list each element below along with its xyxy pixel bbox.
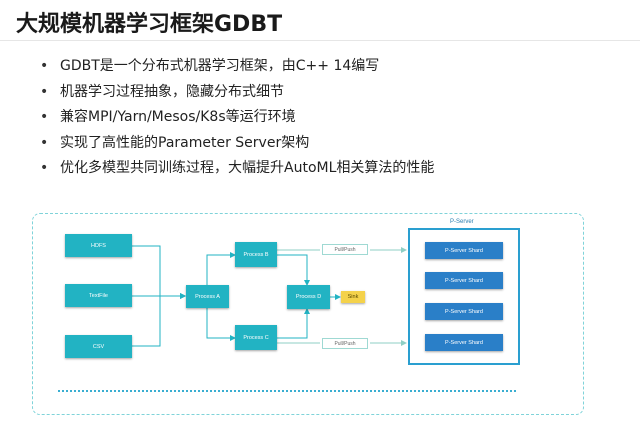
- bullet-item: GDBT是一个分布式机器学习框架，由C++ 14编写: [40, 56, 434, 82]
- bullet-item: 优化多模型共同训练过程，大幅提升AutoML相关算法的性能: [40, 158, 434, 184]
- dotted-divider: [58, 390, 516, 392]
- process-d-node: Process D: [287, 285, 330, 309]
- source-textfile-node: TextFile: [65, 284, 132, 307]
- bullet-item: 实现了高性能的Parameter Server架构: [40, 133, 434, 159]
- slide-title: 大规模机器学习框架GDBT: [16, 12, 283, 37]
- process-b-node: Process B: [235, 242, 277, 267]
- sink-node: Sink: [341, 291, 365, 303]
- process-c-node: Process C: [235, 325, 277, 350]
- p-server-shard: P-Server Shard: [425, 334, 503, 351]
- p-server-shard: P-Server Shard: [425, 303, 503, 320]
- source-hdfs-node: HDFS: [65, 234, 132, 257]
- p-server-shard: P-Server Shard: [425, 242, 503, 259]
- pull-push-label: Pull/Push: [322, 244, 368, 255]
- title-divider: [0, 40, 640, 41]
- diagram-frame: [32, 213, 584, 415]
- p-server-shard: P-Server Shard: [425, 272, 503, 289]
- p-server-label: P-Server: [450, 219, 474, 225]
- bullet-list: GDBT是一个分布式机器学习框架，由C++ 14编写 机器学习过程抽象，隐藏分布…: [40, 56, 434, 184]
- bullet-item: 兼容MPI/Yarn/Mesos/K8s等运行环境: [40, 107, 434, 133]
- pull-push-label: Pull/Push: [322, 338, 368, 349]
- bullet-item: 机器学习过程抽象，隐藏分布式细节: [40, 82, 434, 108]
- process-a-node: Process A: [186, 285, 229, 308]
- source-csv-node: CSV: [65, 335, 132, 358]
